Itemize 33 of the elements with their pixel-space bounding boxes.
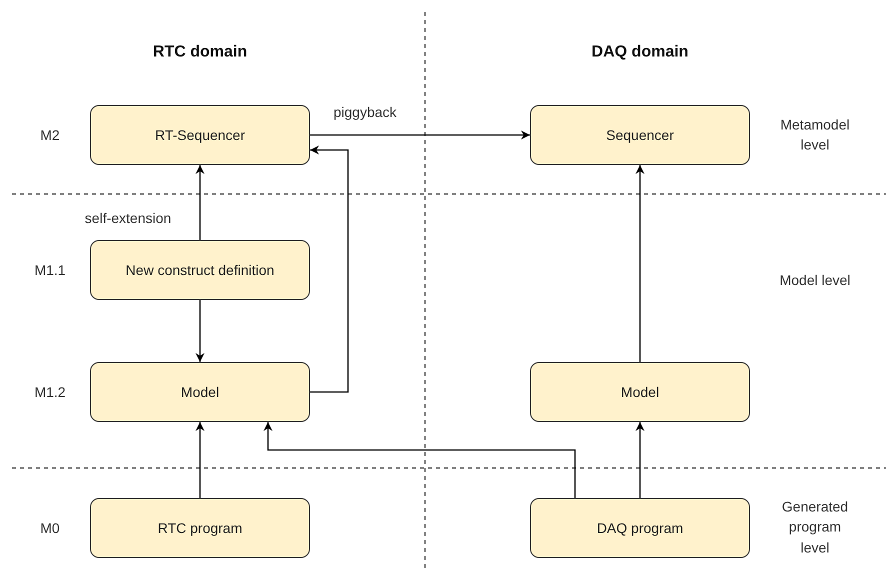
level-label: Metamodel level <box>779 116 851 155</box>
level-label: M1.1 <box>34 260 66 280</box>
box-label: DAQ program <box>596 520 684 536</box>
arrow <box>636 165 644 362</box>
level-label: M1.2 <box>34 382 66 402</box>
process-box <box>90 362 310 422</box>
edge-label: piggyback <box>331 104 399 120</box>
process-box <box>530 105 750 165</box>
box-label: New construct definition <box>126 262 274 278</box>
arrow <box>264 422 576 498</box>
box-label: RT-Sequencer <box>154 127 245 143</box>
box-label: Model <box>180 384 220 400</box>
level-label: M2 <box>40 126 60 145</box>
process-box <box>530 362 750 422</box>
level-label: Generated program level <box>780 498 850 558</box>
arrow <box>310 146 349 393</box>
process-box <box>90 105 310 165</box>
box-label: RTC program <box>158 520 242 536</box>
process-box <box>90 240 310 300</box>
column-heading: RTC domain <box>152 42 248 62</box>
process-box <box>90 498 310 558</box>
arrow <box>310 130 530 140</box>
process-box <box>530 498 750 558</box>
arrow <box>636 422 644 498</box>
box-label: Model <box>620 384 660 400</box>
arrow <box>196 165 204 240</box>
arrow <box>196 422 204 498</box>
column-heading: DAQ domain <box>592 42 688 62</box>
arrow <box>196 300 204 362</box>
box-label: Sequencer <box>606 127 674 143</box>
level-label: M0 <box>40 518 60 538</box>
level-label: Model level <box>778 270 852 290</box>
edge-label: self-extension <box>82 210 174 226</box>
